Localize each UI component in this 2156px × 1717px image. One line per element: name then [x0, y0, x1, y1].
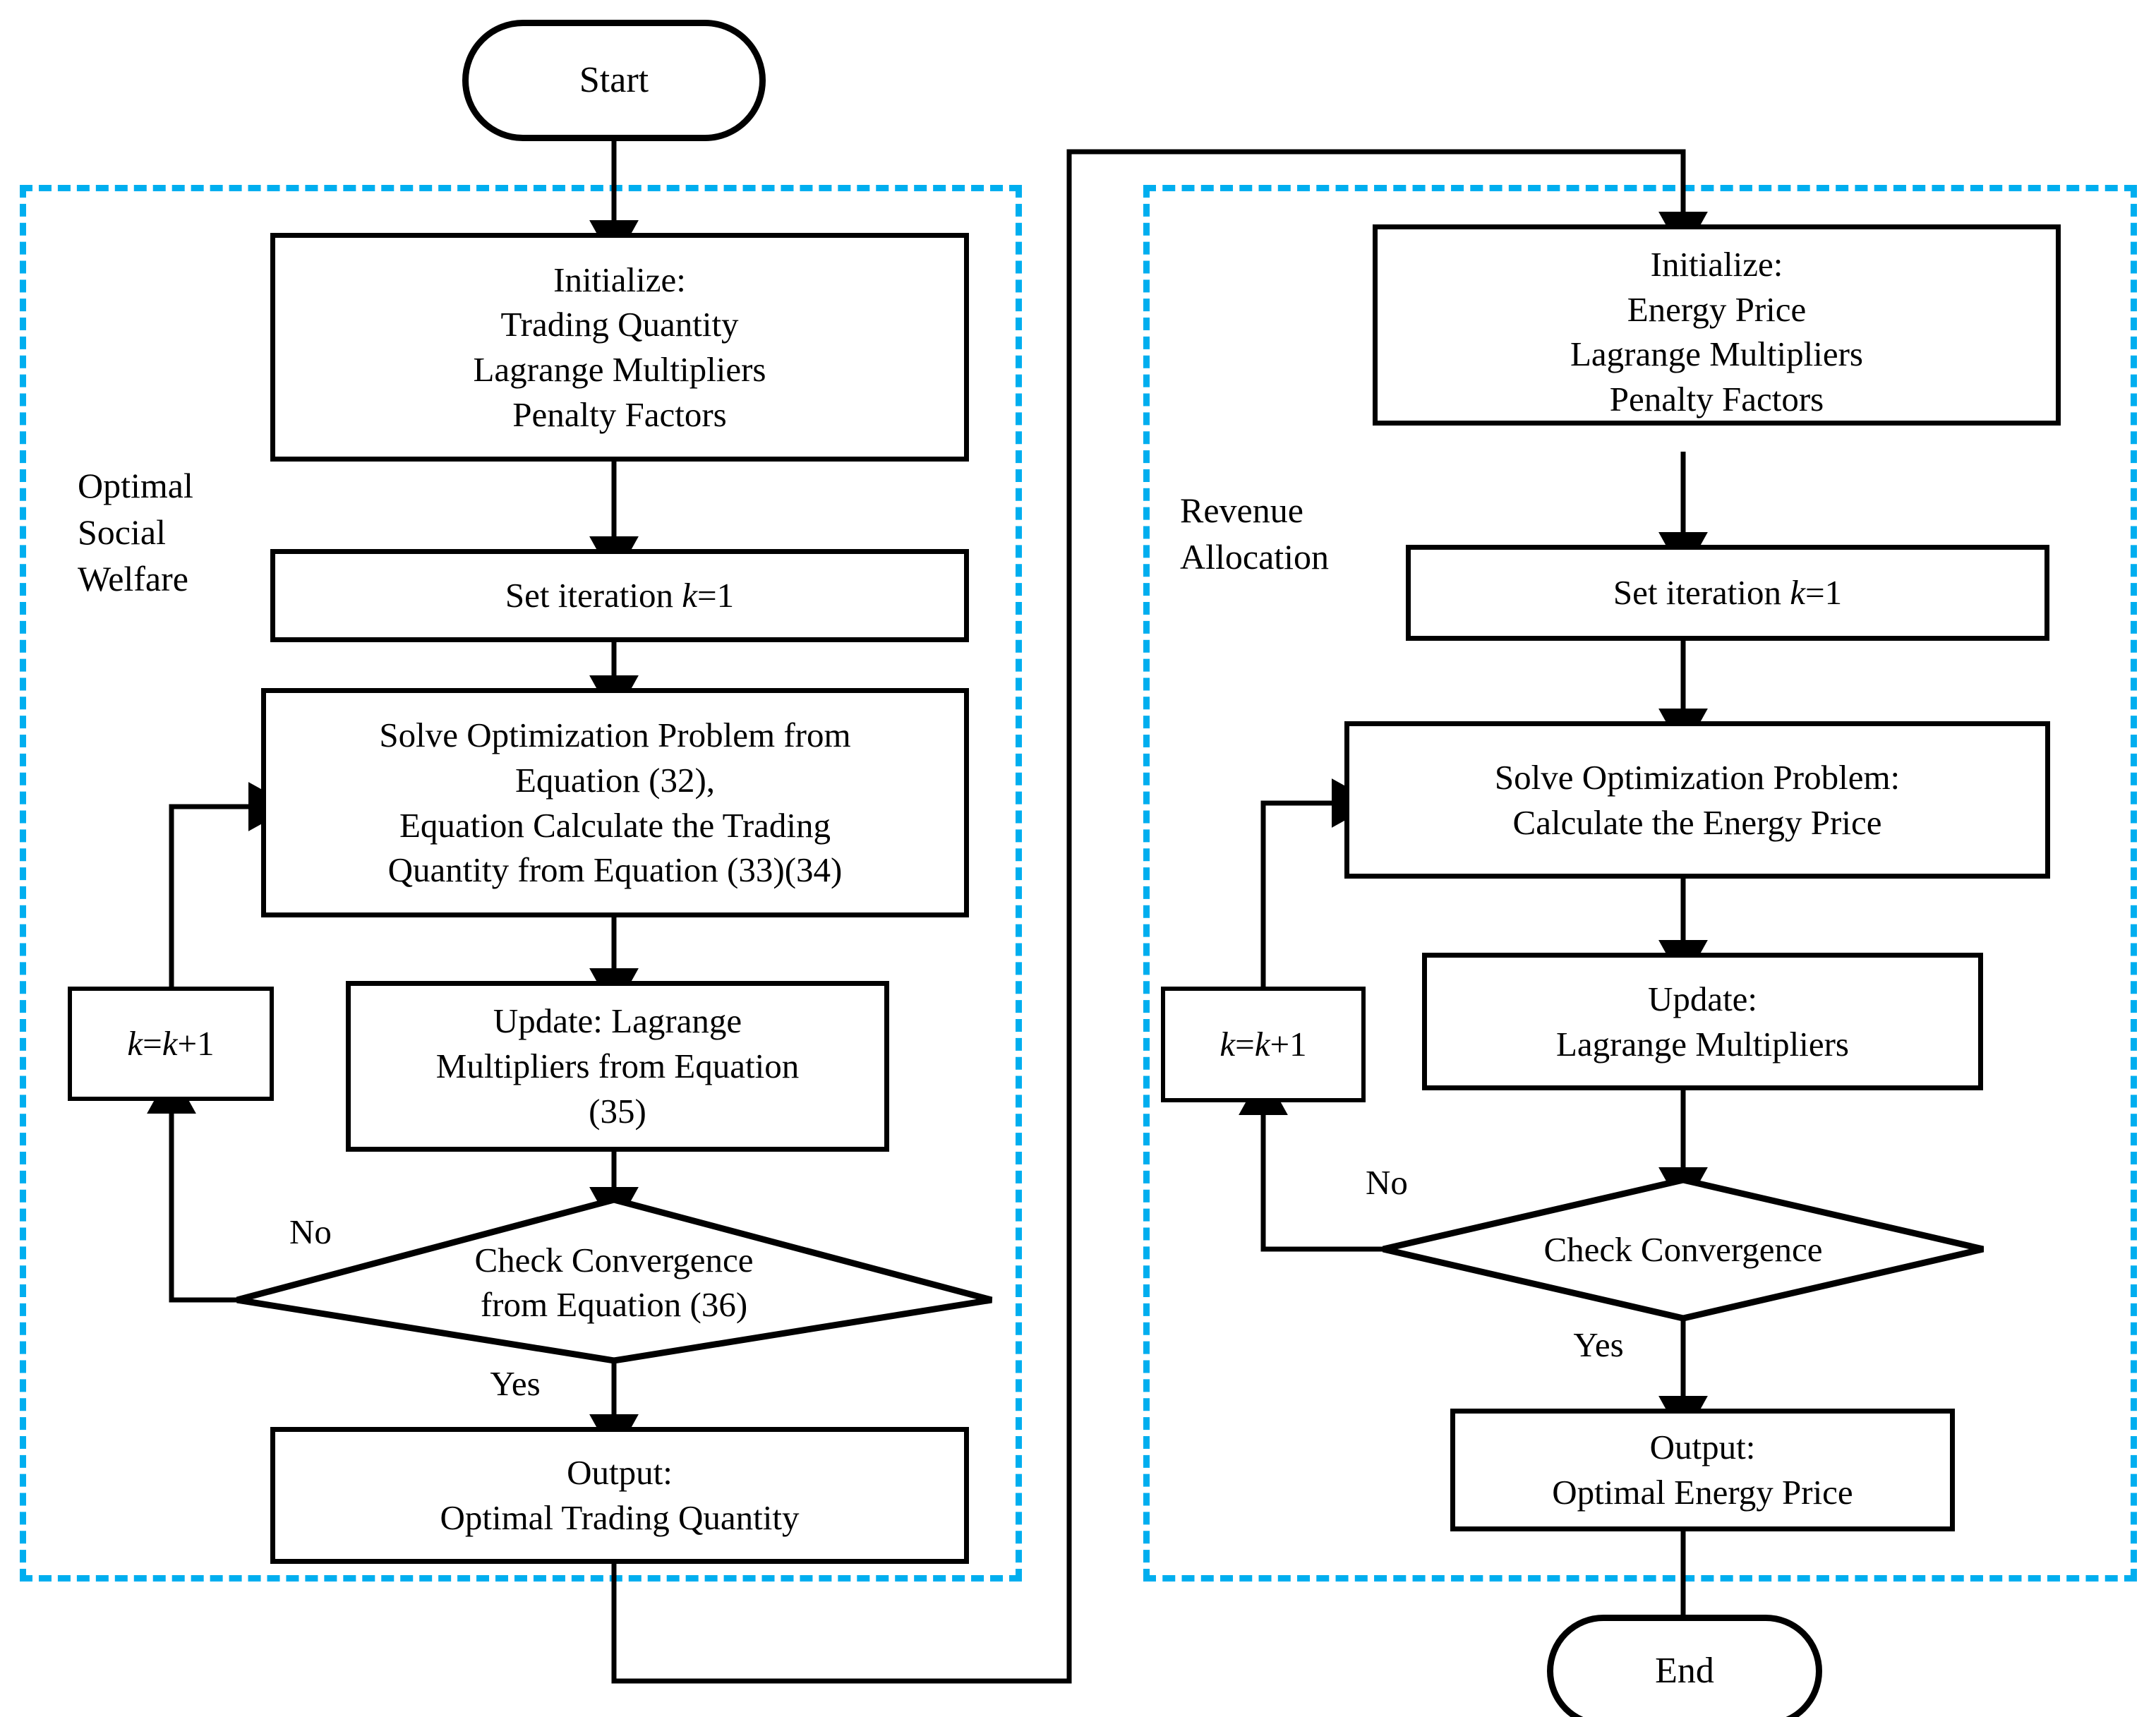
left-set-iteration-suffix: =1 [697, 576, 735, 615]
left-initialize-line-2: Trading Quantity [500, 305, 739, 344]
right-increment-plus: +1 [1270, 1025, 1307, 1064]
left-update-line-1: Update: Lagrange [493, 1001, 742, 1041]
left-increment-plus: +1 [177, 1024, 215, 1064]
right-edge-label-yes: Yes [1573, 1325, 1624, 1364]
right-output-line-1: Output: [1649, 1428, 1756, 1467]
right-initialize-line-4: Penalty Factors [1609, 380, 1824, 419]
node-end-label: End [1655, 1651, 1714, 1692]
node-right-decision-label: Check Convergence [1450, 1228, 1916, 1272]
right-edge-label-no: No [1366, 1163, 1408, 1202]
node-left-solve-optimization[interactable]: Solve Optimization Problem from Equation… [261, 688, 969, 917]
node-left-initialize[interactable]: Initialize: Trading Quantity Lagrange Mu… [270, 233, 969, 462]
group-label-optimal-social-welfare: Optimal Social Welfare [78, 462, 275, 602]
right-increment-var-b: k [1254, 1025, 1270, 1064]
node-right-output[interactable]: Output: Optimal Energy Price [1450, 1409, 1955, 1531]
right-increment-eq: = [1235, 1025, 1255, 1064]
left-output-line-2: Optimal Trading Quantity [440, 1498, 800, 1537]
right-solve-line-2: Calculate the Energy Price [1512, 802, 1882, 842]
left-increment-var-a: k [127, 1024, 143, 1064]
group-label-line-3: Welfare [78, 559, 188, 598]
node-right-update-multipliers[interactable]: Update: Lagrange Multipliers [1422, 953, 1983, 1090]
node-end[interactable]: End [1547, 1615, 1822, 1717]
left-solve-line-1: Solve Optimization Problem from [379, 716, 851, 755]
left-edge-label-yes: Yes [490, 1364, 541, 1403]
left-update-line-2: Multipliers from Equation [435, 1047, 800, 1086]
left-solve-line-4: Quantity from Equation (33)(34) [387, 850, 843, 890]
left-set-iteration-var: k [682, 576, 697, 615]
left-decision-line-1: Check Convergence [474, 1241, 754, 1279]
group-label-line-2: Social [78, 512, 166, 552]
right-output-line-2: Optimal Energy Price [1552, 1473, 1853, 1512]
left-initialize-line-1: Initialize: [553, 260, 686, 299]
node-right-initialize[interactable]: Initialize: Energy Price Lagrange Multip… [1373, 224, 2061, 426]
left-increment-eq: = [143, 1024, 162, 1064]
left-increment-var-b: k [162, 1024, 178, 1064]
left-update-line-3: (35) [589, 1091, 646, 1131]
right-set-iteration-var: k [1790, 573, 1805, 613]
left-set-iteration-prefix: Set iteration [505, 576, 682, 615]
right-initialize-line-2: Energy Price [1627, 289, 1807, 329]
node-start[interactable]: Start [462, 20, 766, 141]
right-increment-var-a: k [1219, 1025, 1236, 1064]
node-right-set-iteration[interactable]: Set iteration k=1 [1406, 545, 2049, 641]
left-solve-line-2: Equation (32), [514, 760, 716, 800]
right-initialize-line-3: Lagrange Multipliers [1570, 335, 1864, 374]
right-update-line-2: Lagrange Multipliers [1555, 1024, 1850, 1064]
node-right-solve-optimization[interactable]: Solve Optimization Problem: Calculate th… [1344, 721, 2050, 879]
right-initialize-line-1: Initialize: [1650, 245, 1783, 284]
node-right-increment-k[interactable]: k=k+1 [1161, 987, 1366, 1102]
right-set-iteration-suffix: =1 [1805, 573, 1843, 613]
right-set-iteration-prefix: Set iteration [1613, 573, 1790, 613]
node-left-set-iteration[interactable]: Set iteration k=1 [270, 549, 969, 642]
left-initialize-line-4: Penalty Factors [512, 394, 727, 434]
left-initialize-line-3: Lagrange Multipliers [473, 350, 766, 389]
node-start-label: Start [579, 60, 649, 101]
right-decision-line-1: Check Convergence [1543, 1230, 1823, 1269]
node-left-output[interactable]: Output: Optimal Trading Quantity [270, 1427, 969, 1564]
group-label-right-line-1: Revenue [1180, 490, 1303, 530]
left-solve-line-3: Equation Calculate the Trading [399, 805, 831, 845]
node-left-decision-label: Check Convergence from Equation (36) [381, 1239, 847, 1327]
left-decision-line-2: from Equation (36) [480, 1284, 748, 1324]
group-label-right-line-2: Allocation [1180, 537, 1330, 577]
left-output-line-1: Output: [567, 1453, 673, 1493]
right-update-line-1: Update: [1647, 979, 1758, 1018]
node-left-update-multipliers[interactable]: Update: Lagrange Multipliers from Equati… [346, 981, 889, 1152]
group-label-revenue-allocation: Revenue Allocation [1180, 487, 1399, 580]
group-label-line-1: Optimal [78, 466, 193, 505]
node-left-increment-k[interactable]: k=k+1 [68, 987, 274, 1101]
left-edge-label-no: No [289, 1212, 332, 1251]
right-solve-line-1: Solve Optimization Problem: [1494, 757, 1901, 797]
